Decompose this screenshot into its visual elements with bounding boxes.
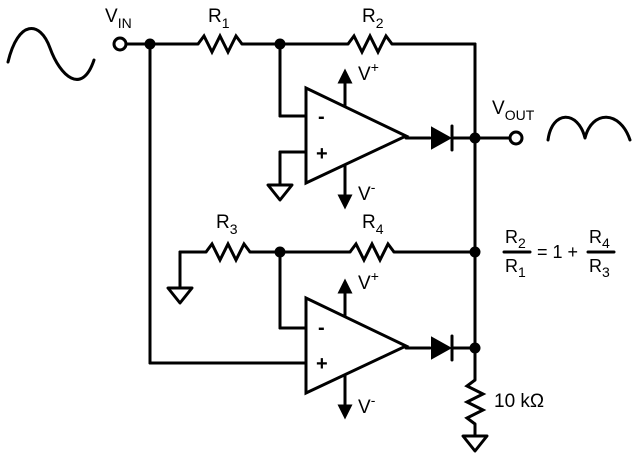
ground-load xyxy=(461,434,489,453)
r3-label: R3 xyxy=(216,212,238,237)
opamp-bottom-vneg-label: V- xyxy=(358,392,376,418)
eq-lhs-denominator: R1 xyxy=(505,256,526,280)
resistor-r3 xyxy=(204,240,252,264)
opamp-top xyxy=(304,85,410,186)
eq-lhs-numerator: R2 xyxy=(505,227,526,251)
ground-top-opamp xyxy=(266,183,294,202)
opamp-bottom-inv-sign: - xyxy=(318,317,325,339)
vin-terminal xyxy=(112,36,128,52)
opamp-bottom-vpos-label: V+ xyxy=(358,268,379,294)
input-sine-wave xyxy=(6,27,96,81)
r2-label: R2 xyxy=(362,6,384,31)
resistor-load-10k xyxy=(463,378,487,426)
ground-r3 xyxy=(166,286,194,305)
opamp-top-noninv-sign: + xyxy=(316,143,328,165)
gain-equation: R2 R1 = 1 + R4 R3 xyxy=(502,227,616,280)
resistor-r1 xyxy=(196,32,244,56)
diode-bottom xyxy=(431,336,453,360)
eq-rhs-numerator: R4 xyxy=(589,227,610,251)
r4-label: R4 xyxy=(362,212,384,237)
opamp-top-vpos-label: V+ xyxy=(358,59,379,85)
eq-rhs-denominator: R3 xyxy=(589,256,610,280)
vout-terminal xyxy=(508,130,524,146)
resistor-r4 xyxy=(348,240,396,264)
resistor-r2 xyxy=(346,32,394,56)
load-label: 10 kΩ xyxy=(494,391,544,412)
output-rectified-wave xyxy=(546,115,632,142)
diode-top xyxy=(431,126,453,150)
r1-label: R1 xyxy=(208,6,230,31)
opamp-top-vneg-label: V- xyxy=(358,179,376,205)
opamp-bottom xyxy=(304,295,410,396)
vout-label: VOUT xyxy=(492,98,535,123)
opamp-top-inv-sign: - xyxy=(318,106,325,128)
vin-label: VIN xyxy=(105,6,132,31)
opamp-bottom-noninv-sign: + xyxy=(316,353,328,375)
eq-equals-one-plus: = 1 + xyxy=(537,242,578,262)
